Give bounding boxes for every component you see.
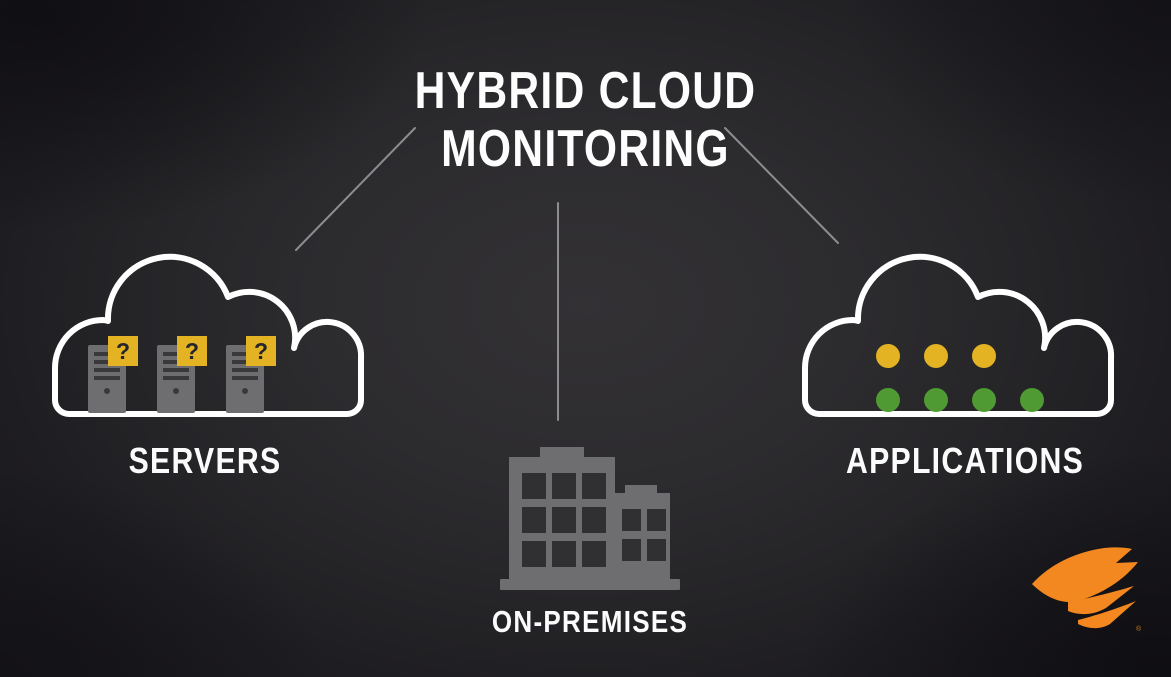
on-premises-label: ON-PREMISES [491,604,689,639]
status-dot-green-3[interactable] [972,388,996,412]
applications-cloud-group[interactable] [780,248,1140,438]
status-dot-green-4[interactable] [1020,388,1044,412]
connector-line-left [295,127,416,251]
registered-trademark-mark: ® [1136,626,1142,633]
badge-question-mark-2: ? [185,338,199,364]
servers-cloud-group[interactable]: ? ? ? [30,248,390,438]
status-dot-yellow-2[interactable] [924,344,948,368]
connector-line-right [724,127,839,244]
badge-question-mark-3: ? [254,338,268,364]
status-dot-yellow-1[interactable] [876,344,900,368]
cloud-outline-applications [802,253,1115,417]
server-badge-1: ? [108,336,138,366]
badge-question-mark-1: ? [116,338,130,364]
status-dot-green-1[interactable] [876,388,900,412]
server-badge-2: ? [177,336,207,366]
on-premises-building-icon[interactable] [480,443,700,598]
cloud-outline-servers [52,253,365,417]
status-dot-green-2[interactable] [924,388,948,412]
status-dot-yellow-3[interactable] [972,344,996,368]
applications-label: APPLICATIONS [845,440,1085,481]
servers-label: SERVERS [128,440,282,481]
solarwinds-logo [1032,547,1138,629]
server-badge-3: ? [246,336,276,366]
